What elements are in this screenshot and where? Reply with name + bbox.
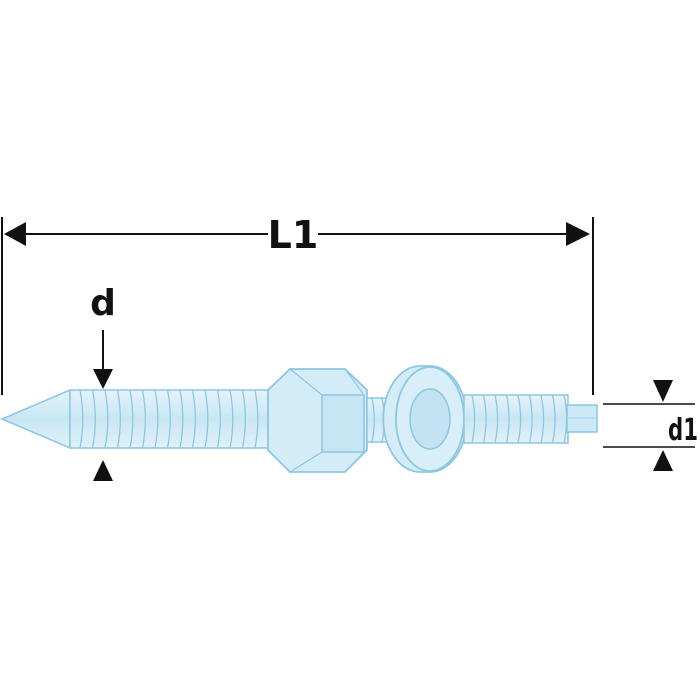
- thread-ridge: [551, 394, 556, 444]
- thread-ridge: [540, 394, 545, 444]
- thread-ridge: [79, 389, 84, 449]
- thread-ridge: [191, 389, 196, 449]
- hex-nut: [267, 368, 368, 473]
- thread-ridge: [517, 394, 522, 444]
- tip-diameter-arrow-top: [653, 380, 673, 402]
- tip-diameter-arrow-bottom: [653, 450, 673, 471]
- thread-ridge: [179, 389, 184, 449]
- right-threaded-shank: [463, 394, 569, 444]
- bolt-point: [0, 388, 71, 450]
- thread-ridge: [241, 389, 246, 449]
- length-dimension: [1, 217, 594, 395]
- tip-diameter-dimension: [603, 380, 695, 471]
- thread-ridge: [204, 389, 209, 449]
- thread-diameter-dimension: [93, 330, 113, 481]
- stud-bolt: [0, 365, 598, 473]
- thread-ridge: [494, 394, 499, 444]
- thread-ridge: [528, 394, 533, 444]
- thread-ridge: [371, 397, 375, 443]
- thread-ridge: [254, 389, 259, 449]
- thread-ridge: [116, 389, 121, 449]
- thread-diameter-arrow-bottom: [93, 460, 113, 481]
- length-arrow-right: [566, 222, 590, 246]
- thread-ridge: [482, 394, 487, 444]
- thread-diameter-label: d: [90, 283, 116, 324]
- thread-ridge: [216, 389, 221, 449]
- thread-ridge: [91, 389, 96, 449]
- hex-nut-center-face: [321, 394, 365, 453]
- length-arrow-left: [4, 222, 26, 246]
- thread-ridge: [129, 389, 134, 449]
- length-label: L1: [268, 213, 319, 257]
- thread-ridge: [505, 394, 510, 444]
- thread-ridge: [104, 389, 109, 449]
- thread-diameter-arrow-top: [93, 369, 113, 389]
- thread-ridge: [154, 389, 159, 449]
- thread-ridge: [471, 394, 476, 444]
- thread-ridge: [229, 389, 234, 449]
- left-thread-ridges: [79, 389, 271, 449]
- tip-diameter-label: d1: [668, 413, 698, 448]
- washer: [382, 365, 468, 473]
- thread-ridge: [141, 389, 146, 449]
- thread-ridge: [166, 389, 171, 449]
- washer-hole: [409, 388, 451, 450]
